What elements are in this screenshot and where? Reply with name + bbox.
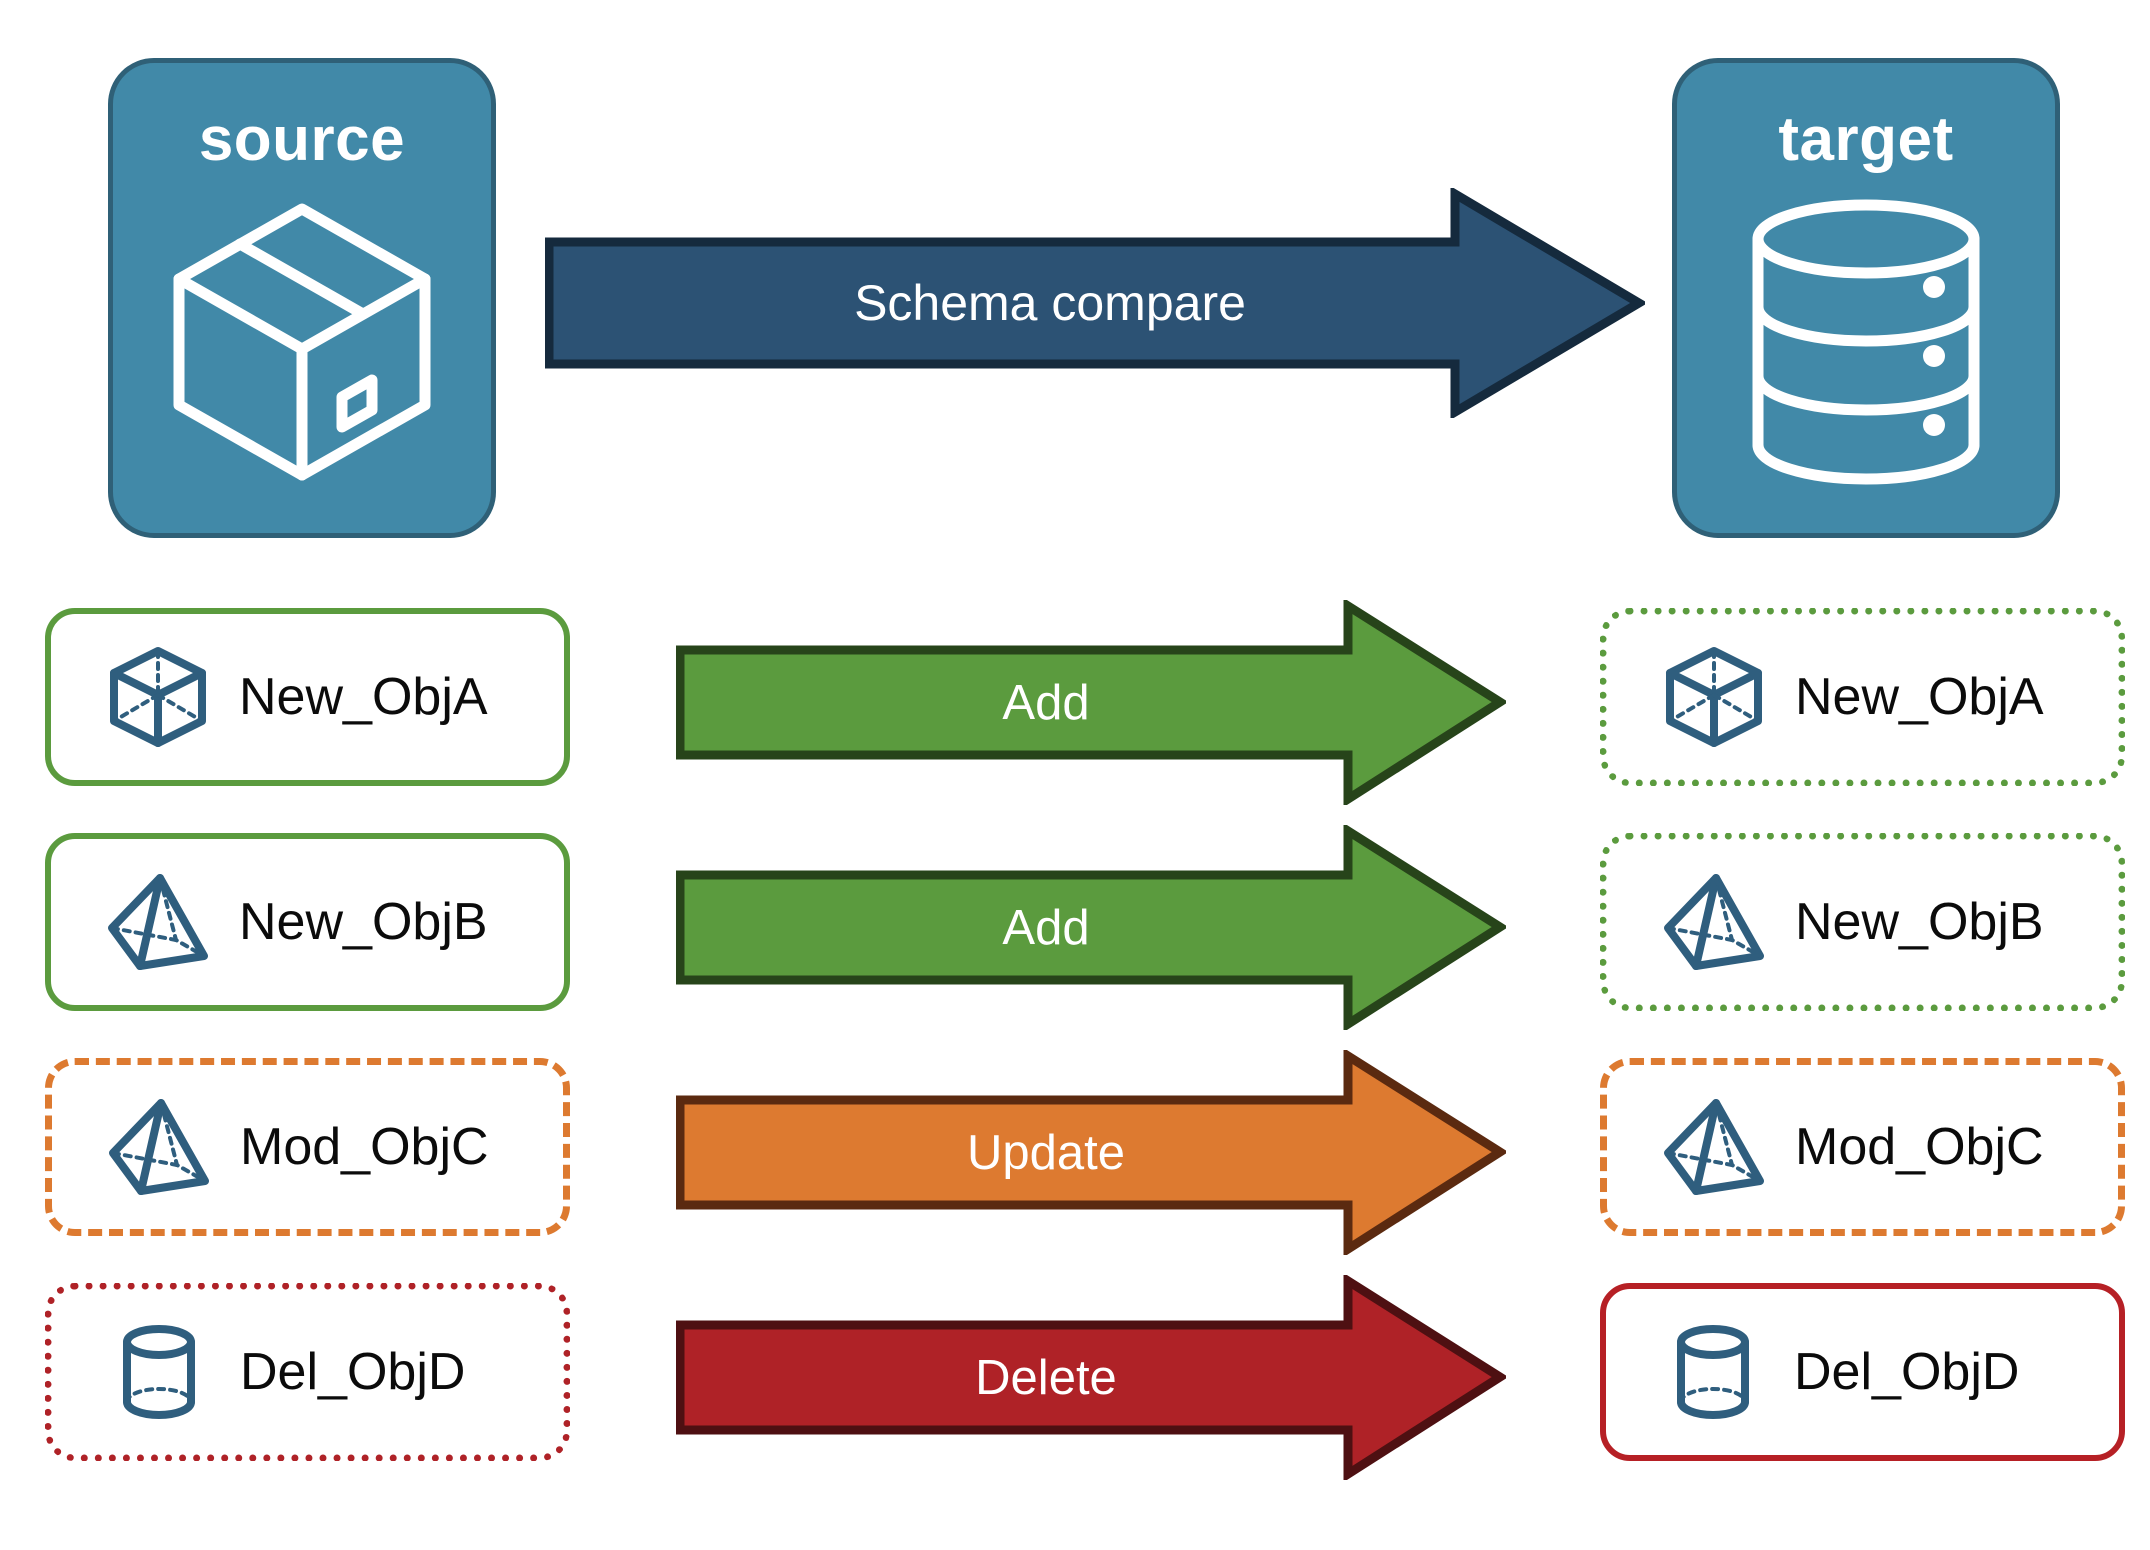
action-arrow-update[interactable] <box>676 1050 1506 1255</box>
wireframe-pyramid-icon <box>103 870 213 974</box>
database-cylinder-icon <box>1746 197 1986 492</box>
target-object-box[interactable]: Mod_ObjC <box>1600 1058 2125 1236</box>
target-panel[interactable]: target <box>1672 58 2060 538</box>
source-object-box[interactable]: New_ObjB <box>45 833 570 1011</box>
object-row: Mod_ObjC Update Mod_ObjC <box>0 1050 2150 1258</box>
source-object-box[interactable]: Del_ObjD <box>45 1283 570 1461</box>
wireframe-pyramid-icon <box>1659 1095 1769 1199</box>
target-object-box[interactable]: New_ObjB <box>1600 833 2125 1011</box>
package-box-icon <box>167 197 437 492</box>
action-arrow-delete[interactable] <box>676 1275 1506 1480</box>
source-object-label: New_ObjA <box>239 668 488 726</box>
wireframe-pyramid-icon <box>1659 870 1769 974</box>
wireframe-cube-icon <box>103 645 213 749</box>
source-object-label: Del_ObjD <box>240 1343 466 1401</box>
source-panel-title: source <box>198 105 406 174</box>
source-object-box[interactable]: New_ObjA <box>45 608 570 786</box>
action-arrow-add[interactable] <box>676 825 1506 1030</box>
wireframe-cylinder-icon <box>104 1320 214 1424</box>
schema-compare-arrow[interactable] <box>545 188 1645 418</box>
object-row: New_ObjB Add New_ObjB <box>0 825 2150 1033</box>
source-panel[interactable]: source <box>108 58 496 538</box>
target-object-box[interactable]: Del_ObjD <box>1600 1283 2125 1461</box>
wireframe-cube-icon <box>1659 645 1769 749</box>
target-object-label: Mod_ObjC <box>1795 1118 2044 1176</box>
target-object-box[interactable]: New_ObjA <box>1600 608 2125 786</box>
action-arrow-add[interactable] <box>676 600 1506 805</box>
target-panel-title: target <box>1778 105 1954 174</box>
object-row: Del_ObjD Delete Del_ <box>0 1275 2150 1483</box>
wireframe-cylinder-icon <box>1658 1320 1768 1424</box>
source-object-box[interactable]: Mod_ObjC <box>45 1058 570 1236</box>
target-object-label: New_ObjA <box>1795 668 2044 726</box>
source-object-label: Mod_ObjC <box>240 1118 489 1176</box>
target-object-label: New_ObjB <box>1795 893 2044 951</box>
source-object-label: New_ObjB <box>239 893 488 951</box>
wireframe-pyramid-icon <box>104 1095 214 1199</box>
object-row: New_ObjA Add <box>0 600 2150 808</box>
target-object-label: Del_ObjD <box>1794 1343 2020 1401</box>
